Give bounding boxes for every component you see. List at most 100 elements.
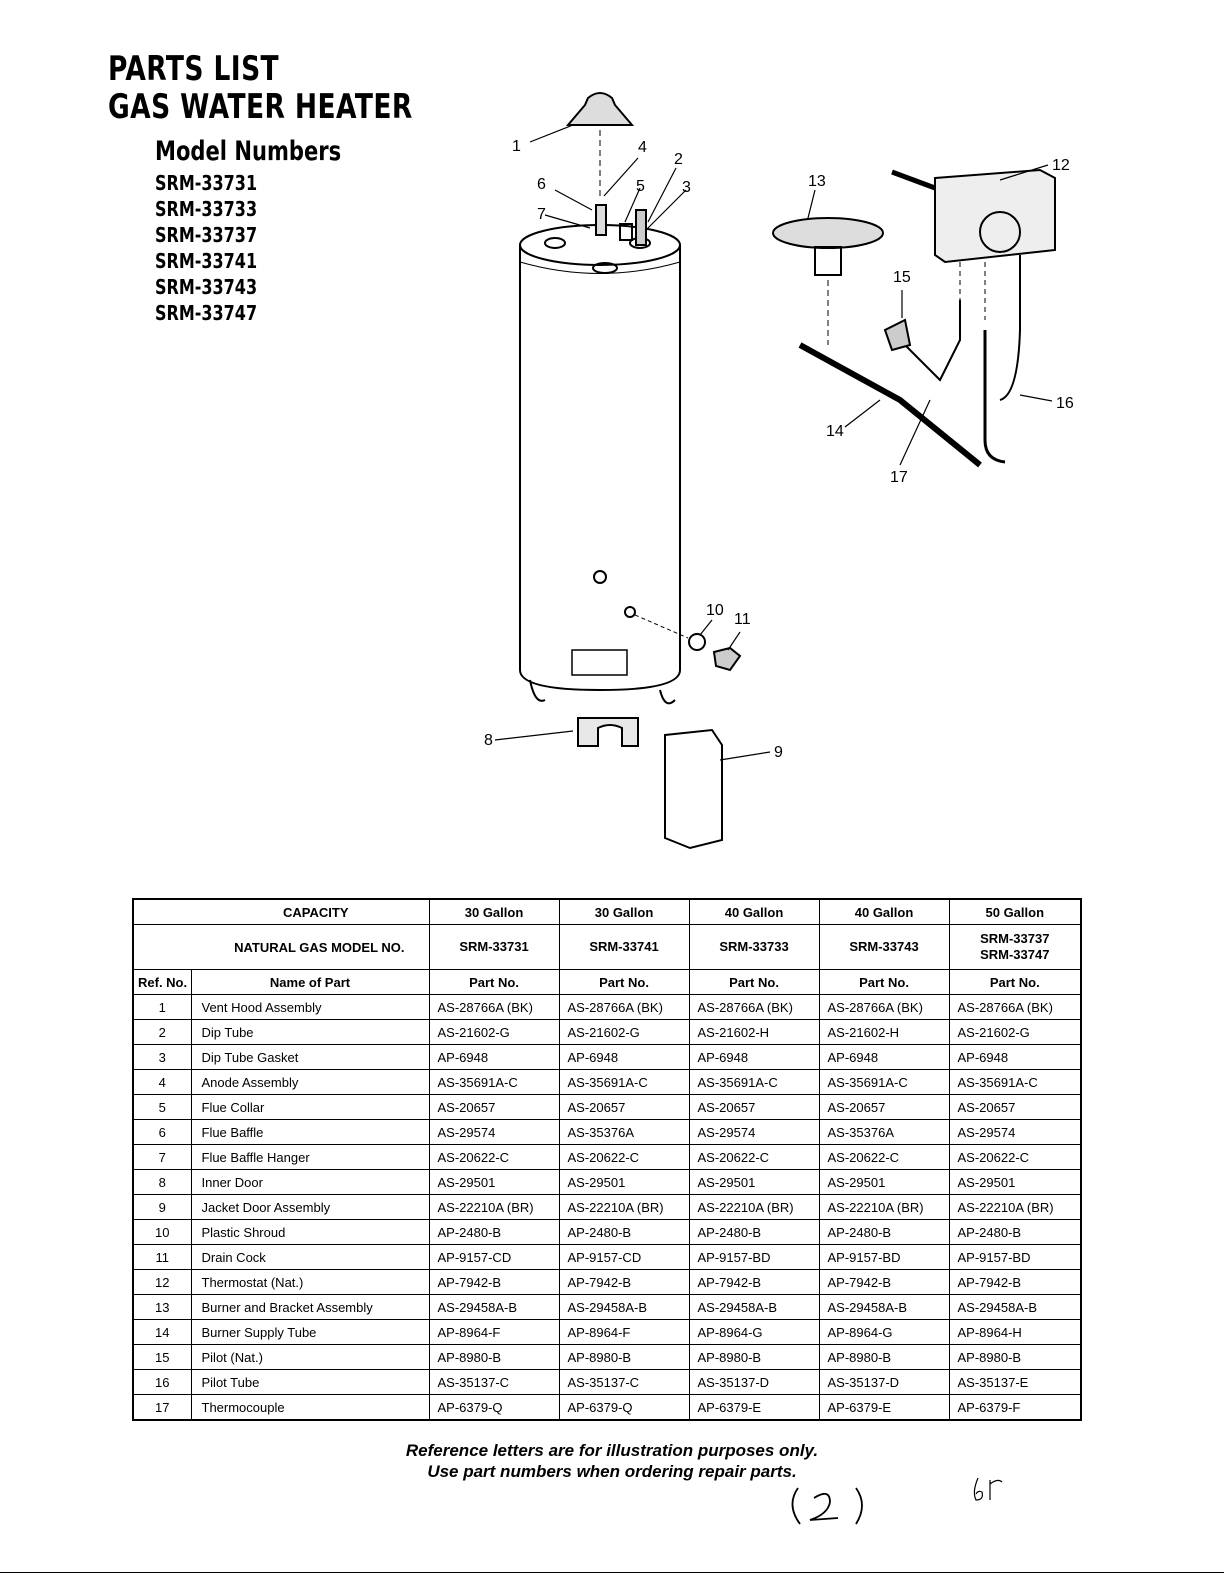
part-number-cell: AS-21602-H <box>688 1019 820 1045</box>
part-name-cell: Jacket Door Assembly <box>190 1194 430 1220</box>
ref-number-cell: 2 <box>132 1019 192 1045</box>
part-number-cell: AP-6379-F <box>948 1394 1082 1421</box>
part-number-cell: AS-20657 <box>818 1094 950 1120</box>
model-number-item: SRM-33737 <box>155 223 258 247</box>
ref-number-cell: 8 <box>132 1169 192 1195</box>
part-number-cell: AP-7942-B <box>818 1269 950 1295</box>
part-number-cell: AS-29458A-B <box>688 1294 820 1320</box>
part-number-cell: AS-35376A <box>818 1119 950 1145</box>
vent-hood-illustration <box>565 92 635 200</box>
part-number-cell: AS-28766A (BK) <box>948 994 1082 1020</box>
callout-8: 8 <box>484 732 493 749</box>
model-label: NATURAL GAS MODEL NO. <box>132 924 430 970</box>
part-number-cell: AP-9157-BD <box>688 1244 820 1270</box>
part-number-cell: AP-6948 <box>688 1044 820 1070</box>
part-number-cell: AS-20657 <box>688 1094 820 1120</box>
part-name-cell: Pilot Tube <box>190 1369 430 1395</box>
part-number-cell: AS-21602-G <box>428 1019 560 1045</box>
capacity-label: CAPACITY <box>132 898 430 925</box>
part-header: Part No. <box>558 969 690 995</box>
part-number-cell: AS-20622-C <box>948 1144 1082 1170</box>
part-number-cell: AS-35691A-C <box>948 1069 1082 1095</box>
footnote: Reference letters are for illustration p… <box>0 1440 1224 1482</box>
ref-number-cell: 13 <box>132 1294 192 1320</box>
part-number-cell: AS-20657 <box>428 1094 560 1120</box>
part-number-cell: AS-29501 <box>948 1169 1082 1195</box>
part-number-cell: AP-2480-B <box>948 1219 1082 1245</box>
document-subtitle: GAS WATER HEATER <box>108 87 413 127</box>
part-number-cell: AP-8980-B <box>688 1344 820 1370</box>
part-number-cell: AS-35137-C <box>558 1369 690 1395</box>
part-number-cell: AP-9157-CD <box>428 1244 560 1270</box>
part-number-cell: AS-35137-D <box>818 1369 950 1395</box>
callout-17: 17 <box>890 469 908 486</box>
water-heater-tank-illustration <box>519 224 689 705</box>
capacity-cell: 30 Gallon <box>558 898 690 925</box>
part-number-cell: AS-29501 <box>428 1169 560 1195</box>
part-number-cell: AP-7942-B <box>948 1269 1082 1295</box>
part-number-cell: AS-29501 <box>688 1169 820 1195</box>
model-number-item: SRM-33741 <box>155 249 258 273</box>
part-number-cell: AS-29458A-B <box>428 1294 560 1320</box>
callout-14: 14 <box>826 423 844 440</box>
ref-number-cell: 1 <box>132 994 192 1020</box>
capacity-cell: 30 Gallon <box>428 898 560 925</box>
part-name-cell: Dip Tube Gasket <box>190 1044 430 1070</box>
callout-2: 2 <box>674 151 683 168</box>
part-header: Part No. <box>428 969 560 995</box>
ref-number-cell: 3 <box>132 1044 192 1070</box>
callout-15: 15 <box>893 269 911 286</box>
part-number-cell: AP-8980-B <box>558 1344 690 1370</box>
part-number-cell: AP-2480-B <box>818 1219 950 1245</box>
part-number-cell: AP-9157-CD <box>558 1244 690 1270</box>
part-number-cell: AP-7942-B <box>688 1269 820 1295</box>
callout-3: 3 <box>682 179 691 196</box>
model-number-item: SRM-33733 <box>155 197 258 221</box>
callout-6: 6 <box>537 176 546 193</box>
part-number-cell: AP-2480-B <box>428 1219 560 1245</box>
thermostat-illustration <box>891 168 1056 320</box>
model-cell: SRM-33743 <box>818 924 950 970</box>
part-name-cell: Vent Hood Assembly <box>190 994 430 1020</box>
part-number-cell: AP-6379-E <box>818 1394 950 1421</box>
model-number-item: SRM-33747 <box>155 301 258 325</box>
part-number-cell: AP-7942-B <box>428 1269 560 1295</box>
document-title: PARTS LIST <box>108 49 280 89</box>
part-name-cell: Burner and Bracket Assembly <box>190 1294 430 1320</box>
part-number-cell: AS-29574 <box>688 1119 820 1145</box>
part-number-cell: AP-6379-E <box>688 1394 820 1421</box>
part-number-cell: AP-9157-BD <box>948 1244 1082 1270</box>
capacity-cell: 40 Gallon <box>688 898 820 925</box>
part-number-cell: AS-29501 <box>818 1169 950 1195</box>
footnote-line-1: Reference letters are for illustration p… <box>405 1441 819 1460</box>
part-number-cell: AS-28766A (BK) <box>428 994 560 1020</box>
part-number-cell: AS-22210A (BR) <box>818 1194 950 1220</box>
parts-table: CAPACITY 30 Gallon 30 Gallon 40 Gallon 4… <box>132 898 1083 1421</box>
part-number-cell: AS-29458A-B <box>948 1294 1082 1320</box>
part-number-cell: AS-21602-G <box>558 1019 690 1045</box>
part-name-cell: Flue Baffle <box>190 1119 430 1145</box>
part-number-cell: AS-22210A (BR) <box>428 1194 560 1220</box>
part-number-cell: AP-8964-F <box>428 1319 560 1345</box>
part-number-cell: AS-29574 <box>428 1119 560 1145</box>
part-number-cell: AS-20657 <box>948 1094 1082 1120</box>
part-number-cell: AS-20622-C <box>428 1144 560 1170</box>
ref-number-cell: 9 <box>132 1194 192 1220</box>
inner-door-illustration <box>577 717 639 747</box>
footnote-line-2: Use part numbers when ordering repair pa… <box>427 1462 797 1481</box>
part-number-cell: AP-8980-B <box>948 1344 1082 1370</box>
ref-number-cell: 16 <box>132 1369 192 1395</box>
handwritten-page-mark <box>791 1487 863 1525</box>
part-number-cell: AS-35137-E <box>948 1369 1082 1395</box>
exploded-parts-diagram: 1 2 3 4 5 6 7 8 9 10 11 12 13 14 15 16 1… <box>484 92 1074 850</box>
